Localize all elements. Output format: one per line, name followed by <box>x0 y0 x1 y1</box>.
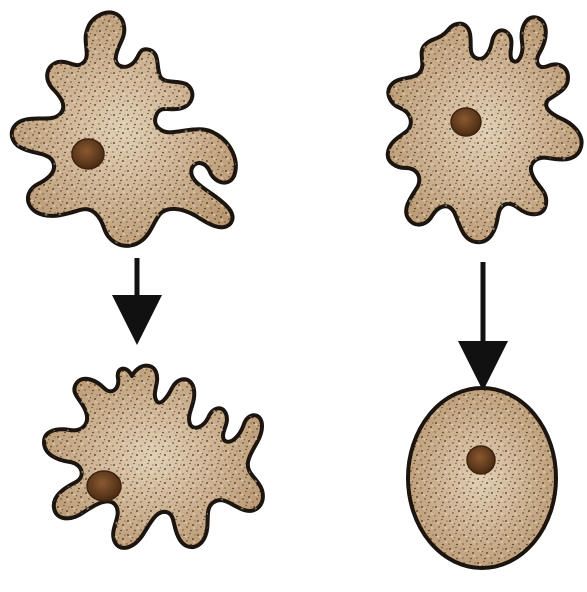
cell-top-left <box>12 12 236 245</box>
cell-bottom-left-nucleus <box>87 471 121 501</box>
cell-top-right-nucleus <box>451 108 481 136</box>
cell-bottom-right-nucleus <box>467 446 495 474</box>
cell-top-right <box>388 17 582 242</box>
cell-bottom-left <box>44 366 263 548</box>
cell-top-left-nucleus <box>72 139 104 169</box>
cell-bottom-right <box>408 388 556 568</box>
